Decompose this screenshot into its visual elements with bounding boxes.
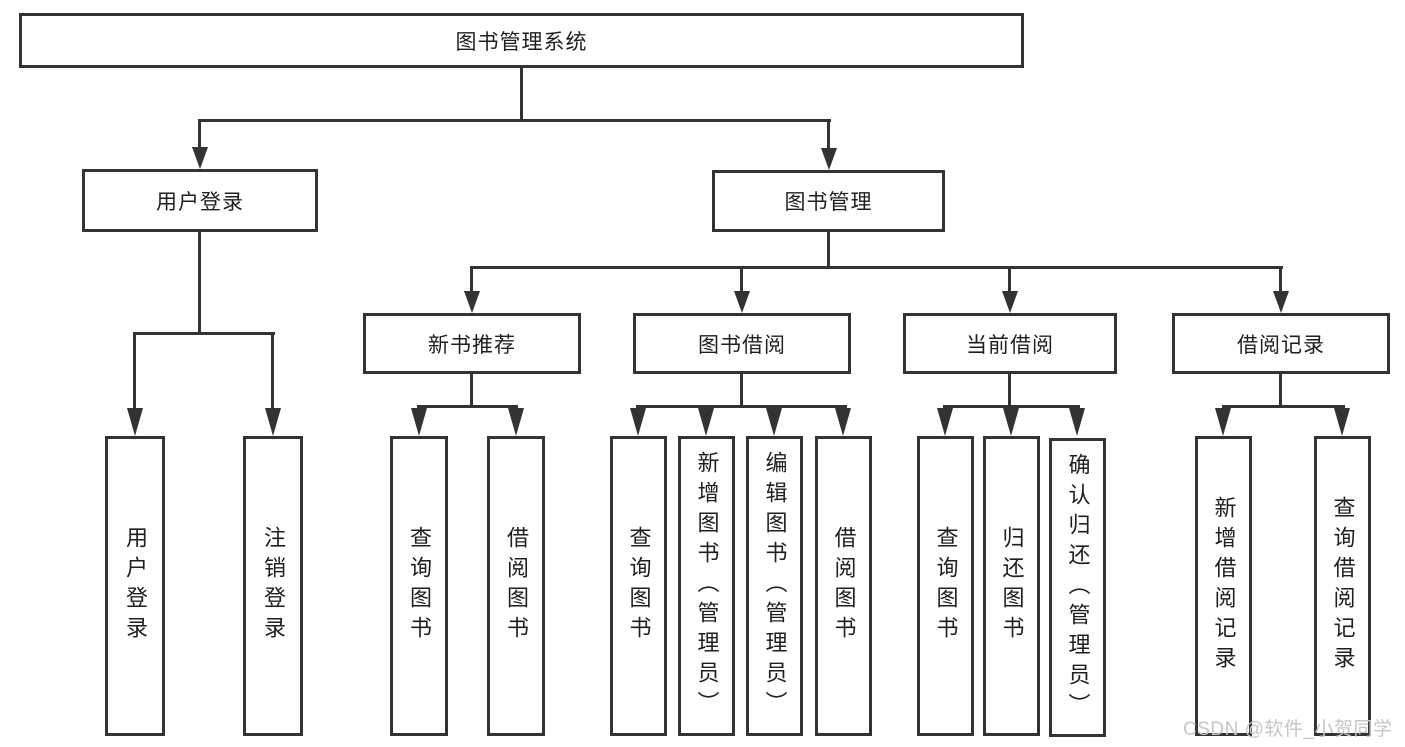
node-new-book-recommend: 新书推荐 <box>363 313 581 374</box>
connector-line <box>1279 374 1282 407</box>
connector-line <box>1222 405 1345 408</box>
arrowhead-icon <box>127 408 143 436</box>
arrowhead-icon <box>508 408 524 436</box>
node-user-login-leaf: 用户登录 <box>105 436 165 736</box>
node-label: 当前借阅 <box>966 333 1054 357</box>
connector-line <box>1008 266 1011 293</box>
connector-line <box>943 405 1080 408</box>
connector-line <box>470 266 473 293</box>
arrowhead-icon <box>630 408 646 436</box>
connector-line <box>1008 374 1011 407</box>
arrowhead-icon <box>766 408 782 436</box>
arrowhead-icon <box>821 148 837 170</box>
node-label: 用户登录 <box>156 190 244 214</box>
connector-line <box>470 266 1283 269</box>
node-label: 查询图书 <box>626 526 652 646</box>
node-label: 查询图书 <box>407 526 432 646</box>
arrowhead-icon <box>1002 291 1018 313</box>
node-label: 图书管理 <box>784 191 873 214</box>
connector-line <box>417 405 518 408</box>
connector-line <box>1279 266 1282 293</box>
arrowhead-icon <box>698 408 714 436</box>
node-label: 注销登录 <box>261 526 286 646</box>
watermark-text: CSDN @软件_小贺同学 <box>1183 719 1393 740</box>
connector-line <box>133 332 275 335</box>
arrowhead-icon <box>1069 408 1085 436</box>
node-borrow-query-books: 查询图书 <box>610 436 667 736</box>
node-borrow-borrow-books: 借阅图书 <box>815 436 872 736</box>
node-current-return-books: 归还图书 <box>983 436 1040 736</box>
node-label: 图书借阅 <box>698 333 786 357</box>
node-label: 新书推荐 <box>428 333 516 357</box>
connector-line <box>133 332 136 412</box>
connector-line <box>198 232 201 334</box>
connector-line <box>198 119 831 122</box>
arrowhead-icon <box>265 408 281 436</box>
node-label: 编辑图书（管理员） <box>762 451 788 721</box>
arrowhead-icon <box>192 147 208 169</box>
node-book-management: 图书管理 <box>712 170 945 232</box>
arrowhead-icon <box>734 291 750 313</box>
node-logout-leaf: 注销登录 <box>243 436 303 736</box>
arrowhead-icon <box>411 408 427 436</box>
node-label: 新增借阅记录 <box>1211 496 1237 676</box>
node-library-management-system: 图书管理系统 <box>19 13 1024 68</box>
node-borrow-add-books-admin: 新增图书（管理员） <box>678 436 735 736</box>
node-label: 查询图书 <box>933 526 959 646</box>
connector-line <box>470 374 473 407</box>
arrowhead-icon <box>464 291 480 313</box>
node-label: 图书管理系统 <box>455 30 588 54</box>
connector-line <box>198 119 201 151</box>
node-current-confirm-return-admin: 确认归还（管理员） <box>1049 438 1106 737</box>
node-label: 确认归还（管理员） <box>1065 452 1091 723</box>
connector-line <box>271 332 274 412</box>
node-book-borrow: 图书借阅 <box>633 313 851 374</box>
node-label: 借阅记录 <box>1237 333 1325 357</box>
node-records-add-record: 新增借阅记录 <box>1195 436 1252 736</box>
connector-line <box>827 119 830 151</box>
connector-line <box>520 68 523 120</box>
node-label: 借阅图书 <box>504 526 529 646</box>
arrowhead-icon <box>937 408 953 436</box>
node-current-borrow: 当前借阅 <box>903 313 1117 374</box>
node-recommend-query-books: 查询图书 <box>390 436 448 736</box>
node-recommend-borrow-books: 借阅图书 <box>487 436 545 736</box>
arrowhead-icon <box>835 408 851 436</box>
connector-line <box>740 266 743 293</box>
node-label: 新增图书（管理员） <box>694 451 720 721</box>
connector-line <box>827 232 830 268</box>
arrowhead-icon <box>1215 408 1231 436</box>
arrowhead-icon <box>1273 291 1289 313</box>
node-current-query-books: 查询图书 <box>917 436 974 736</box>
node-user-login: 用户登录 <box>82 169 318 232</box>
connector-line <box>636 405 847 408</box>
node-label: 归还图书 <box>999 526 1025 646</box>
connector-line <box>740 374 743 407</box>
node-label: 用户登录 <box>123 526 148 646</box>
arrowhead-icon <box>1003 408 1019 436</box>
node-records-query-record: 查询借阅记录 <box>1314 436 1371 736</box>
node-borrow-records: 借阅记录 <box>1172 313 1390 374</box>
node-label: 借阅图书 <box>831 526 857 646</box>
arrowhead-icon <box>1334 408 1350 436</box>
node-label: 查询借阅记录 <box>1330 496 1356 676</box>
node-borrow-edit-books-admin: 编辑图书（管理员） <box>746 436 803 736</box>
